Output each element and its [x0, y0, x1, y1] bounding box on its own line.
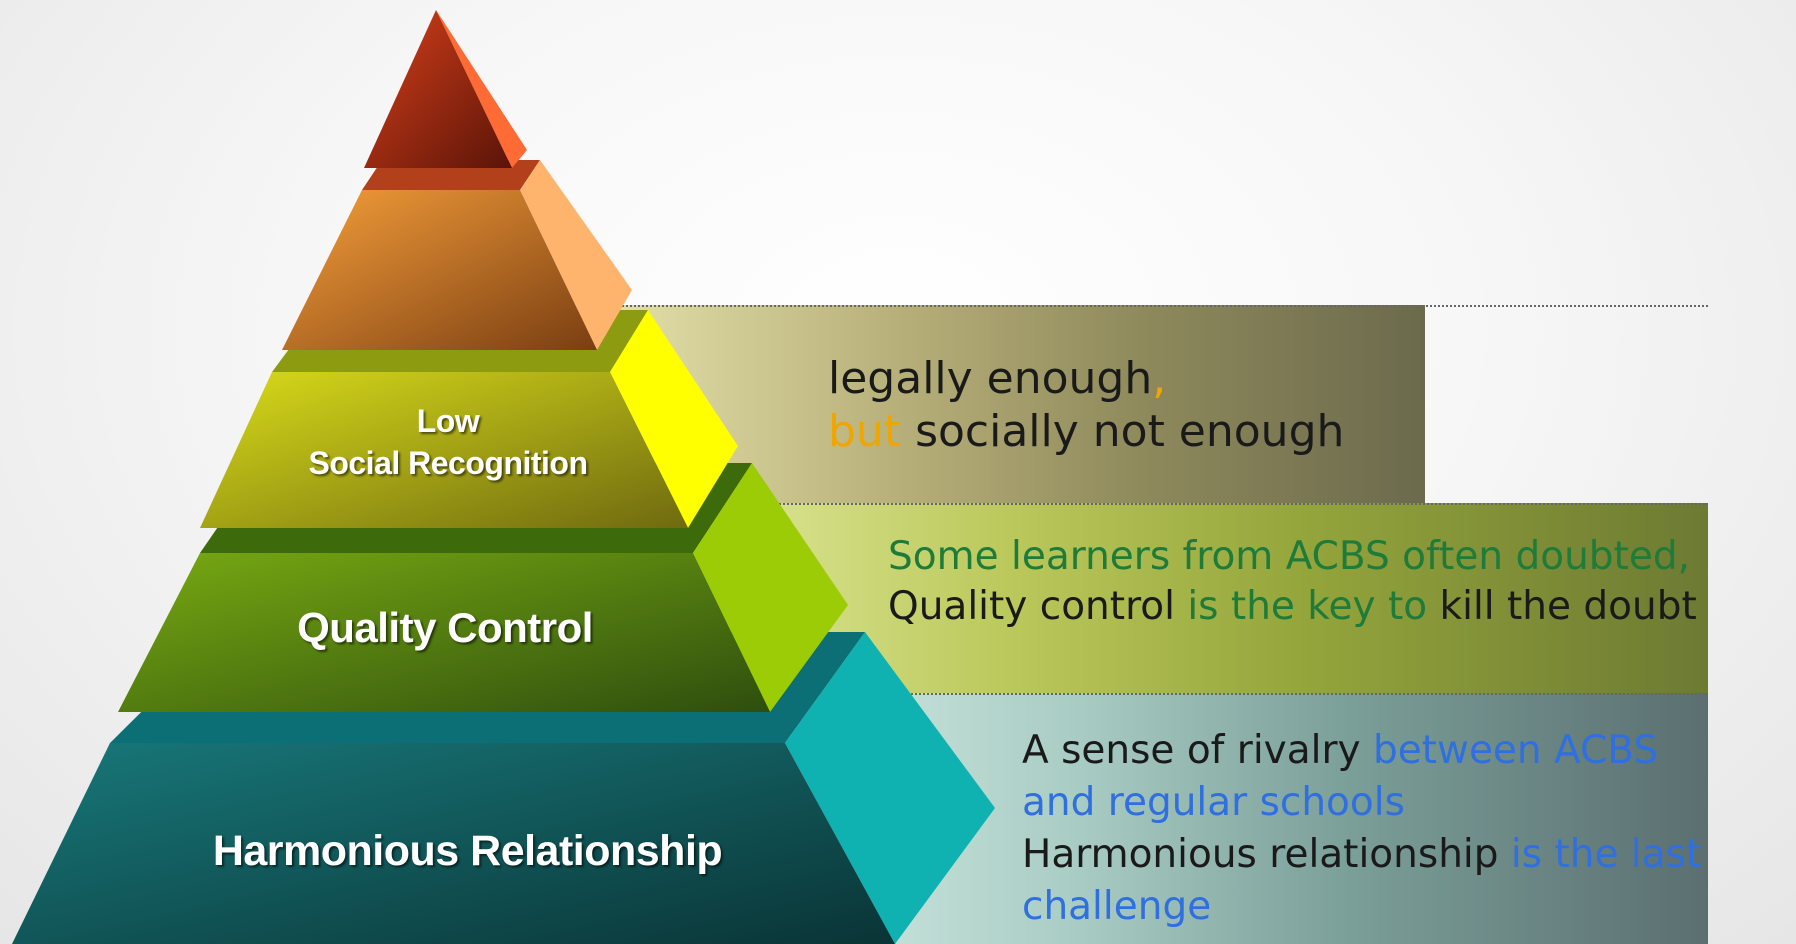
- band3-seg: socially not enough: [901, 406, 1345, 457]
- tier1-label: Harmonious Relationship: [212, 827, 723, 875]
- pyramid-tier-4: [282, 160, 632, 350]
- band1-seg: A sense of rivalry: [1022, 728, 1373, 773]
- divider-line-top: [610, 305, 1708, 307]
- tier3-label: Low Social Recognition: [238, 400, 658, 484]
- band2-text: Some learners from ACBS often doubted, Q…: [888, 537, 1697, 637]
- band2-seg: kill the doubt: [1439, 584, 1697, 629]
- band3-seg: ,: [1152, 353, 1167, 404]
- band2-seg: Quality control: [888, 584, 1175, 629]
- band3-line1: legally enough,: [828, 357, 1344, 410]
- band2-seg: Some learners from ACBS often doubted,: [888, 534, 1690, 579]
- band2-line2: Quality control is the key to kill the d…: [888, 587, 1697, 637]
- band1-seg: between ACBS: [1373, 728, 1659, 773]
- band1-seg: is the last: [1498, 832, 1702, 877]
- band1-line4: challenge: [1022, 887, 1701, 939]
- band1-seg: and regular schools: [1022, 780, 1405, 825]
- divider-line-middle: [700, 503, 1708, 505]
- band3-line2: but socially not enough: [828, 410, 1344, 463]
- band1-seg: challenge: [1022, 884, 1212, 929]
- tier3-label-line1: Low: [416, 403, 480, 439]
- band3-seg: legally enough: [828, 353, 1153, 404]
- band3-text: legally enough, but socially not enough: [828, 357, 1344, 463]
- pyramid-apex: [364, 10, 527, 168]
- band3-seg: but: [828, 406, 902, 457]
- band2-seg: is the key to: [1174, 584, 1440, 629]
- band1-seg: Harmonious relationship: [1022, 832, 1499, 877]
- band1-text: A sense of rivalry between ACBS and regu…: [1022, 731, 1701, 939]
- tier3-label-line2: Social Recognition: [308, 445, 588, 481]
- divider-line-bottom: [820, 693, 1708, 695]
- band1-line2: and regular schools: [1022, 783, 1701, 835]
- band1-line1: A sense of rivalry between ACBS: [1022, 731, 1701, 783]
- band2-line1: Some learners from ACBS often doubted,: [888, 537, 1697, 587]
- band1-line3: Harmonious relationship is the last: [1022, 835, 1701, 887]
- tier2-label: Quality Control: [297, 604, 593, 651]
